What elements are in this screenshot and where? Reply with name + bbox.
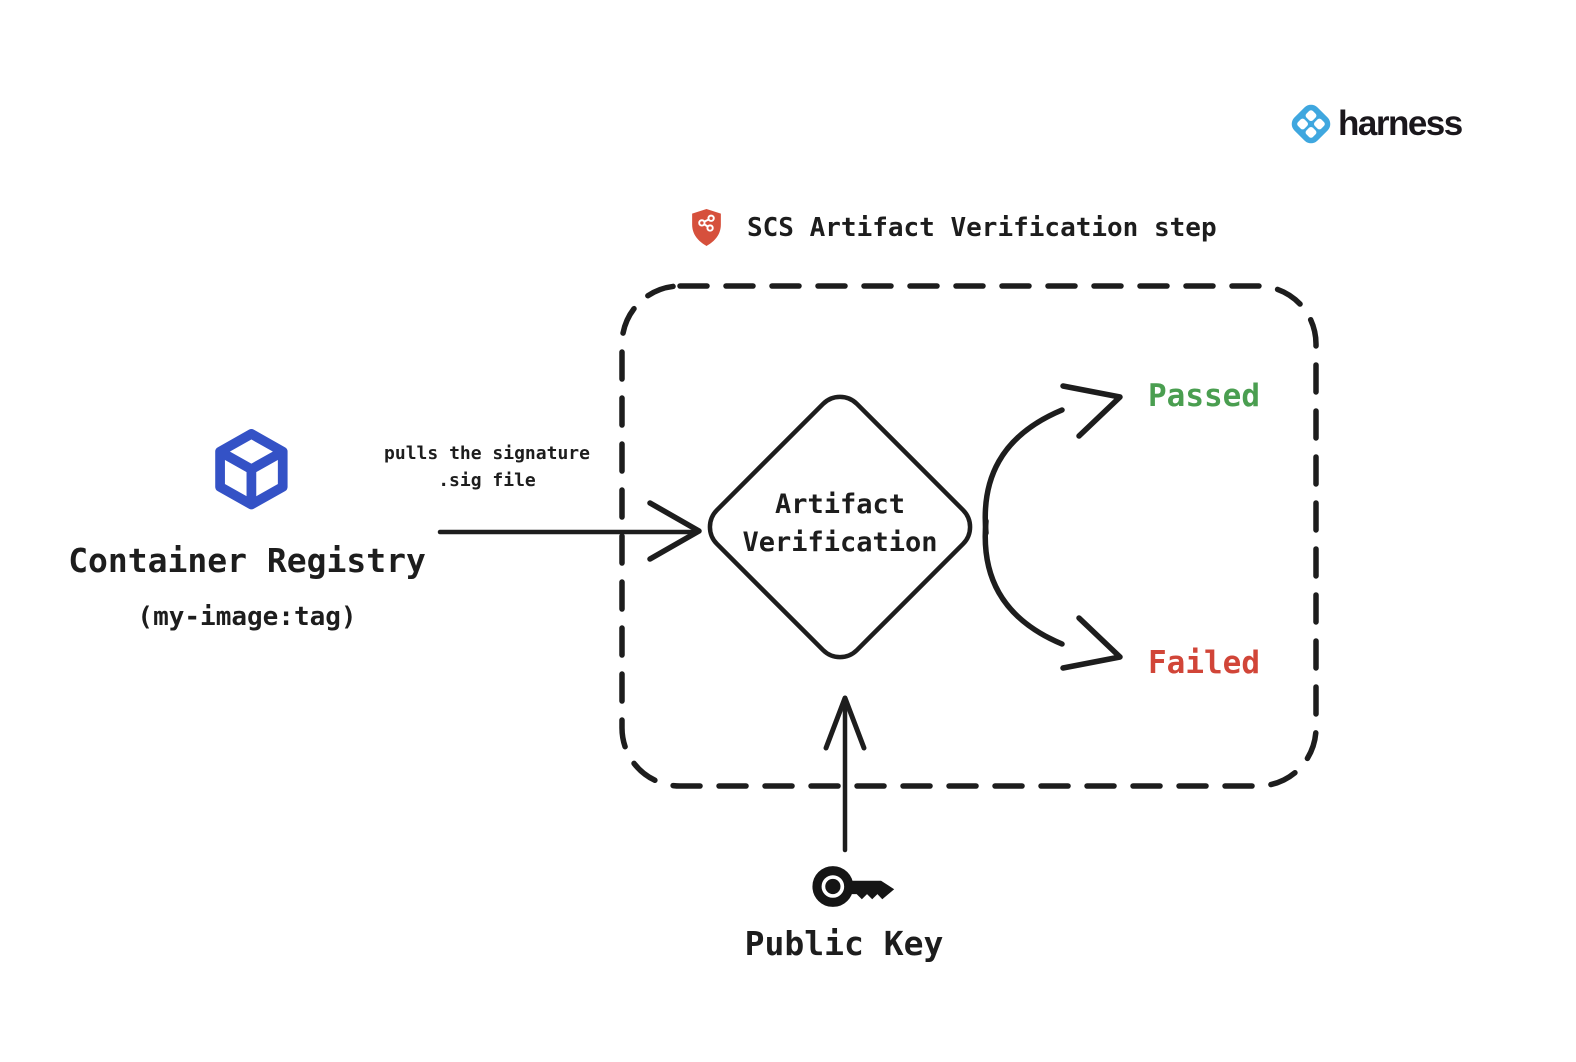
verification-step-boundary: [619, 283, 1319, 789]
artifact-verification-label-line2: Verification: [742, 527, 938, 558]
artifact-verification-label-line1: Artifact: [774, 489, 906, 520]
step-title-row: SCS Artifact Verification step: [690, 208, 1217, 247]
outcome-failed-label: Failed: [1148, 645, 1260, 681]
container-registry-label: Container Registry: [68, 541, 426, 580]
step-title: SCS Artifact Verification step: [747, 212, 1217, 243]
brand-logo: harness: [1288, 101, 1463, 147]
harness-logo-icon: [1291, 104, 1331, 144]
pull-arrow-label-line2: .sig file: [438, 470, 536, 491]
outcome-passed-label: Passed: [1148, 378, 1260, 414]
artifact-verification-label: Artifact Verification: [728, 486, 952, 562]
passed-arrow: [982, 383, 1123, 536]
failed-arrow: [982, 518, 1123, 671]
pull-arrow: [437, 500, 702, 562]
artifact-verification-diamond: [707, 394, 973, 660]
public-key-label: Public Key: [744, 924, 944, 963]
supply-chain-shield-icon: [692, 209, 721, 246]
public-key-arrow: [823, 695, 867, 853]
cube-icon: [215, 429, 288, 510]
key-icon: [812, 866, 895, 907]
pull-arrow-label-line1: pulls the signature: [384, 443, 590, 464]
brand-name: harness: [1338, 104, 1463, 143]
container-registry-image-tag: (my-image:tag): [137, 602, 357, 632]
pull-arrow-label: pulls the signature .sig file: [368, 440, 606, 494]
